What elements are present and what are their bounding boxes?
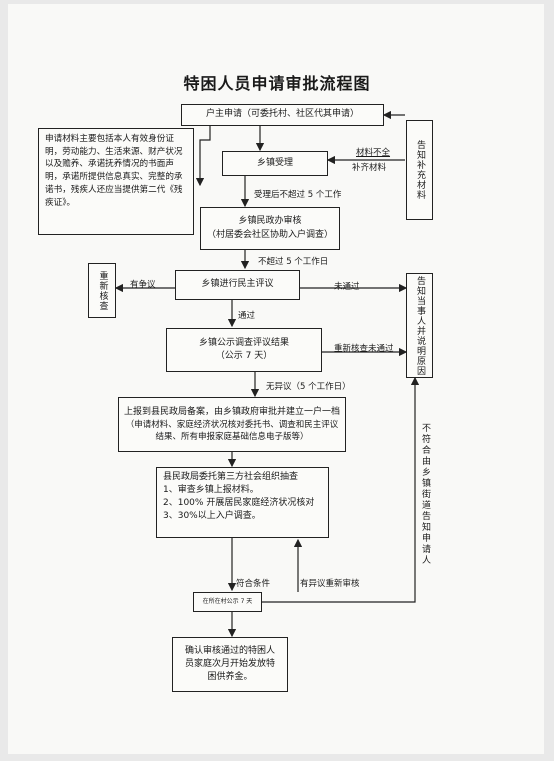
node-report-line1: 上报到县民政局备案，由乡镇政府审批并建立一户一档 (123, 406, 340, 417)
label-pass: 通过 (238, 311, 256, 321)
node-confirm-text: 确认审核通过的特困人员家庭次月开始发放特困供养金。 (184, 645, 275, 683)
label-complete-materials: 补齐材料 (352, 163, 387, 173)
node-village-text: 在所在村公示 7 天 (202, 597, 253, 605)
node-county-line3: 2、100% 开展居民家庭经济状况核对 (163, 498, 315, 509)
node-notify-supplement-text: 告知补充材料 (415, 140, 426, 200)
note-application-materials: 申请材料主要包括本人有效身份证明，劳动能力、生活来源、财产状况以及赡养、承诺抚养… (38, 128, 194, 235)
node-apply: 户主申请（可委托村、社区代其申请） (181, 104, 384, 126)
label-no-objection: 无异议（5 个工作日） (266, 382, 351, 392)
node-notify-reason: 告知当事人并说明原因 (406, 273, 433, 378)
node-village-publicity: 在所在村公示 7 天 (193, 592, 262, 612)
node-publicity-line1: 乡镇公示调查评议结果 (198, 337, 289, 348)
node-recheck-text: 重新核查 (97, 270, 108, 311)
label-within-5-workdays: 不超过 5 个工作日 (258, 257, 329, 267)
label-within-5-days: 受理后不超过 5 个工作 (254, 190, 342, 200)
node-county-line1: 县民政局委托第三方社会组织抽查 (163, 472, 299, 482)
label-dispute: 有争议 (130, 280, 156, 290)
node-democratic-text: 乡镇进行民主评议 (201, 279, 274, 290)
page-title: 特困人员申请审批流程图 (183, 74, 371, 93)
label-qualified: 符合条件 (236, 579, 271, 589)
node-report-filing: 上报到县民政局备案，由乡镇政府审批并建立一户一档 （申请材料、家庭经济状况核对委… (118, 397, 346, 452)
node-county-line2: 1、审查乡镇上报材料。 (163, 485, 259, 496)
label-not-pass: 未通过 (334, 282, 360, 292)
label-not-qualified-notify: 不符合由乡镇街道告知申请人 (420, 423, 430, 566)
label-incomplete: 材料不全 (356, 148, 391, 158)
node-democratic-review: 乡镇进行民主评议 (175, 270, 300, 300)
node-notify-supplement: 告知补充材料 (406, 120, 433, 220)
label-recheck-fail: 重新核查未通过 (334, 344, 394, 354)
node-county-line4: 3、30%以上入户调查。 (163, 511, 261, 522)
node-notify-reason-text: 告知当事人并说明原因 (415, 275, 426, 376)
node-report-line2: （申请材料、家庭经济状况核对委托书、调查和民主评议结果、所有申报家庭基础信息电子… (125, 419, 339, 443)
node-review-line2: （村居委会社区协助入户调查） (206, 229, 333, 240)
node-apply-text: 户主申请（可委托村、社区代其申请） (205, 109, 359, 120)
label-objection-recheck: 有异议重新审核 (300, 579, 360, 589)
node-review-line1: 乡镇民政办审核 (238, 216, 302, 227)
note-materials-text: 申请材料主要包括本人有效身份证明，劳动能力、生活来源、财产状况以及赡养、承诺抚养… (45, 134, 183, 208)
node-county-audit: 县民政局委托第三方社会组织抽查 1、审查乡镇上报材料。 2、100% 开展居民家… (156, 467, 329, 538)
node-review: 乡镇民政办审核 （村居委会社区协助入户调查） (200, 207, 340, 250)
node-publicity: 乡镇公示调查评议结果 （公示 7 天） (166, 328, 322, 372)
node-recheck: 重新核查 (88, 263, 116, 318)
node-confirm: 确认审核通过的特困人员家庭次月开始发放特困供养金。 (172, 637, 288, 692)
node-accept-text: 乡镇受理 (256, 157, 293, 168)
node-publicity-line2: （公示 7 天） (215, 351, 273, 361)
node-accept: 乡镇受理 (222, 151, 328, 176)
